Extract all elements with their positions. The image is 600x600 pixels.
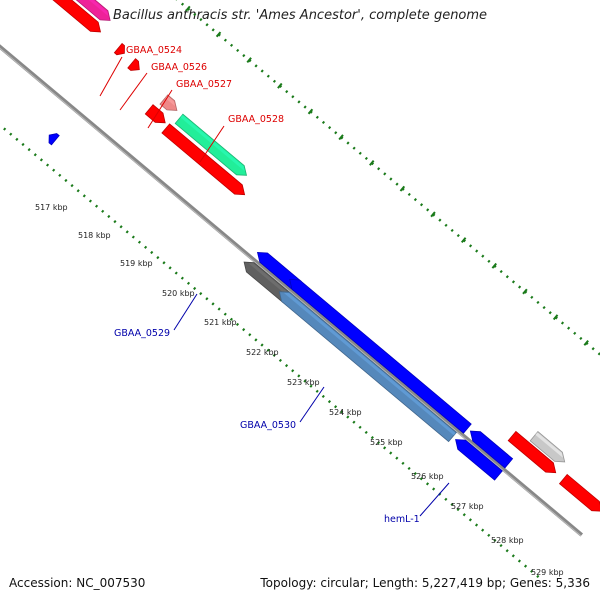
gene-feature-shape xyxy=(507,430,557,474)
gene-feature-highlight xyxy=(513,432,554,469)
gene-feature-highlight xyxy=(52,134,59,139)
gene-label-heml-1: hemL-1 xyxy=(384,514,420,525)
gene-feature xyxy=(113,42,125,56)
gene-feature-highlight xyxy=(474,432,512,462)
gene-feature-shape xyxy=(52,0,102,33)
gene-label-gbaa_0529: GBAA_0529 xyxy=(114,328,170,339)
scale-tick-label: 528 kbp xyxy=(491,536,524,545)
accession-label: Accession: NC_007530 xyxy=(9,576,146,590)
scale-tick-label: 526 kbp xyxy=(411,472,444,481)
gene-feature-steelblue-shape xyxy=(278,291,457,443)
outer-tick-mark xyxy=(399,185,406,192)
outer-tick-mark xyxy=(338,134,344,141)
gene-feature-pink-highlight xyxy=(165,95,176,107)
gene-feature-steelblue-highlight xyxy=(283,292,456,436)
outer-tick-mark xyxy=(460,237,467,244)
outer-tick-mark xyxy=(215,31,222,38)
scale-tick-label: 529 kbp xyxy=(531,568,564,577)
gene-label-gbaa_0530: GBAA_0530 xyxy=(240,420,296,431)
gene-feature-shape xyxy=(144,104,166,124)
gene-feature-highlight xyxy=(261,253,301,285)
outer-tick-mark xyxy=(552,314,559,321)
scale-tick-label: 524 kbp xyxy=(329,408,362,417)
gene-feature xyxy=(469,430,514,469)
inner-tick-ring xyxy=(0,123,544,582)
gene-feature-gray xyxy=(529,431,566,463)
scale-tick-label: 517 kbp xyxy=(35,203,68,212)
gene-feature-highlight xyxy=(119,44,124,51)
gene-feature-highlight xyxy=(564,475,600,508)
gene-label-gbaa_0524: GBAA_0524 xyxy=(126,45,182,56)
scale-tick-label: 522 kbp xyxy=(246,348,279,357)
gene-label-gbaa_0526: GBAA_0526 xyxy=(151,62,207,73)
gene-feature-steelblue xyxy=(278,291,457,443)
gene-feature-magenta-highlight xyxy=(88,0,109,17)
gene-feature-magenta xyxy=(75,0,111,21)
gene-feature-shape xyxy=(469,430,514,469)
gene-feature-pink xyxy=(159,94,178,111)
gene-feature xyxy=(507,430,557,474)
map-title: Bacillus anthracis str. 'Ames Ancestor',… xyxy=(112,8,488,23)
outer-tick-mark xyxy=(185,5,191,12)
gene-feature-gray-shape xyxy=(529,431,566,463)
gene-feature-highlight xyxy=(459,440,502,474)
gene-feature xyxy=(455,439,503,481)
gene-feature xyxy=(289,278,472,434)
gene-feature-magenta-shape xyxy=(75,0,111,21)
scale-tick-label: 520 kbp xyxy=(162,289,195,298)
scale-tick-label: 521 kbp xyxy=(204,318,237,327)
label-leader xyxy=(99,56,123,97)
scale-tick-label: 523 kbp xyxy=(287,378,320,387)
gene-feature xyxy=(161,123,246,196)
gene-label-gbaa_0527: GBAA_0527 xyxy=(176,79,232,90)
gene-feature-shape xyxy=(558,473,600,512)
label-leader xyxy=(119,72,148,111)
outer-tick-mark xyxy=(583,339,589,346)
gene-feature-shape xyxy=(161,123,246,196)
gene-feature xyxy=(52,0,102,33)
outer-tick-mark xyxy=(522,288,528,295)
outer-tick-mark xyxy=(246,57,252,64)
outer-tick-mark xyxy=(277,82,283,89)
gene-label-gbaa_0528: GBAA_0528 xyxy=(228,114,284,125)
genome-backbone xyxy=(0,44,584,537)
label-leader xyxy=(299,386,325,423)
scale-tick-label: 519 kbp xyxy=(120,259,153,268)
gene-feature-highlight xyxy=(132,59,139,67)
gene-feature xyxy=(558,473,600,512)
gene-feature-highlight xyxy=(167,124,243,191)
gene-feature-shape xyxy=(455,439,503,481)
outer-tick-mark xyxy=(491,262,498,269)
outer-tick-mark xyxy=(307,108,314,115)
scale-tick-label: 525 kbp xyxy=(370,438,403,447)
gene-feature-gray-highlight xyxy=(535,432,563,458)
scale-tick-label: 518 kbp xyxy=(78,231,111,240)
outer-tick-ring xyxy=(175,0,600,357)
label-leader xyxy=(147,89,173,129)
scale-tick-label: 527 kbp xyxy=(451,502,484,511)
gene-feature xyxy=(48,133,60,146)
gene-feature xyxy=(144,104,166,124)
gene-feature-shape xyxy=(289,278,472,434)
gene-feature-highlight xyxy=(150,105,164,119)
gene-feature xyxy=(127,58,140,71)
gene-feature-highlight xyxy=(65,0,99,28)
gene-feature-darkgray-highlight xyxy=(248,263,291,297)
outer-tick-mark xyxy=(369,160,375,166)
label-leader xyxy=(419,482,450,517)
label-leader xyxy=(173,293,198,331)
gene-feature-teal-shape xyxy=(174,113,248,176)
genome-stats-label: Topology: circular; Length: 5,227,419 bp… xyxy=(260,576,590,590)
outer-tick-mark xyxy=(430,211,436,218)
genome-backbone-highlight xyxy=(0,47,582,537)
label-leader xyxy=(199,125,225,163)
gene-feature-pink-shape xyxy=(159,94,178,111)
gene-feature-highlight xyxy=(294,280,471,427)
